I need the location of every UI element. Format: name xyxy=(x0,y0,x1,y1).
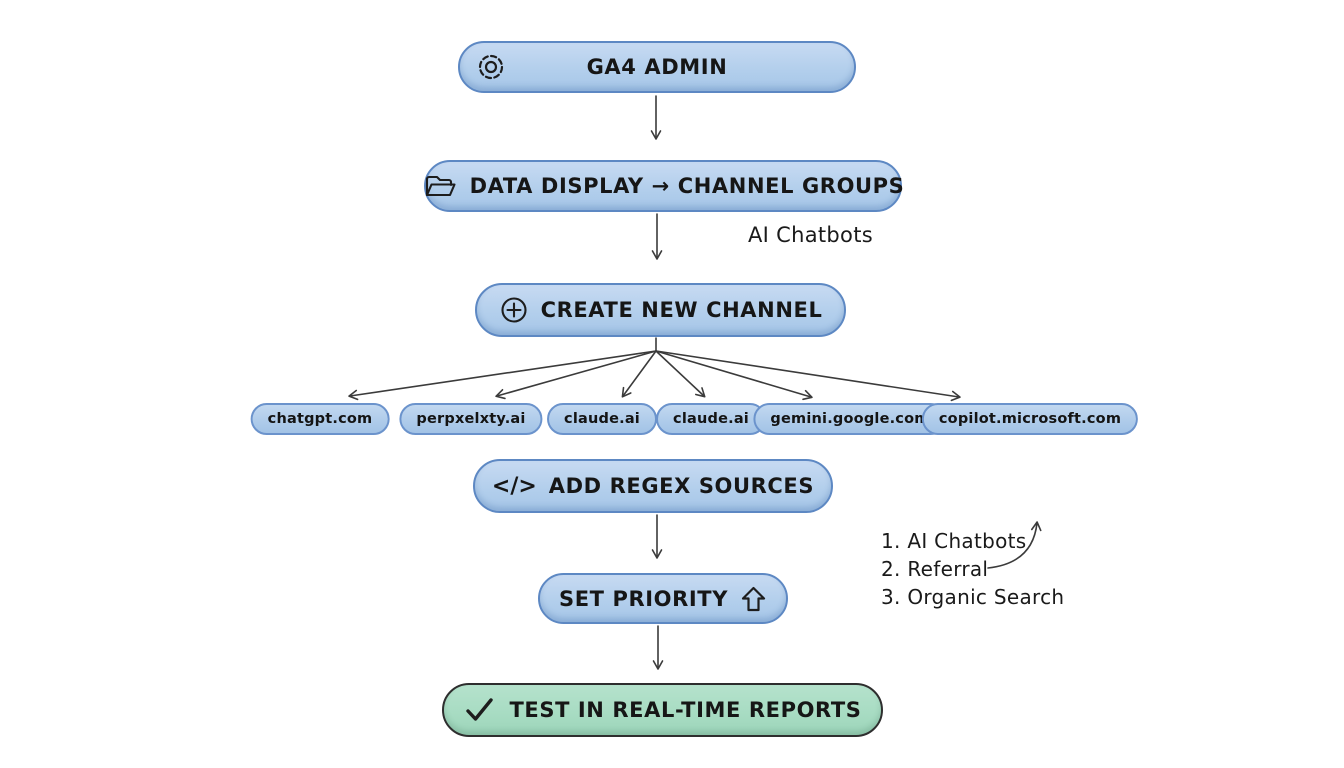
chip-label: copilot.microsoft.com xyxy=(938,411,1122,427)
source-chip-gemini: gemini.google.com xyxy=(753,403,947,435)
node-ga4-admin: GA4 ADMIN xyxy=(458,41,856,93)
node-label: SET PRIORITY xyxy=(558,586,729,611)
folder-icon xyxy=(422,171,458,201)
source-chip-claude-1: claude.ai xyxy=(547,403,657,435)
plus-circle-icon xyxy=(499,295,529,325)
source-chip-claude-2: claude.ai xyxy=(656,403,766,435)
node-label: TEST IN REAL-TIME REPORTS xyxy=(509,698,862,722)
code-icon: </> xyxy=(491,473,537,499)
chip-label: chatgpt.com xyxy=(267,411,373,427)
node-set-priority: SET PRIORITY xyxy=(538,573,788,624)
annotation-ai-chatbots: AI Chatbots xyxy=(748,223,873,247)
arrow-to-copilot xyxy=(655,350,961,402)
arrow-to-chatgpt xyxy=(348,350,657,401)
arrow-to-perplexity xyxy=(495,350,657,400)
priority-item: 2. Referral xyxy=(881,557,989,581)
source-chip-copilot: copilot.microsoft.com xyxy=(921,403,1139,435)
priority-item: 3. Organic Search xyxy=(881,585,1065,609)
arrow-to-claude-1 xyxy=(621,350,657,398)
source-chip-chatgpt: chatgpt.com xyxy=(250,403,390,435)
chip-label: perpxelxty.ai xyxy=(416,411,526,427)
node-create-channel: CREATE NEW CHANNEL xyxy=(475,283,846,337)
node-test-reports: TEST IN REAL-TIME REPORTS xyxy=(442,683,883,737)
up-arrow-icon xyxy=(740,585,767,613)
node-data-display: DATA DISPLAY → CHANNEL GROUPS xyxy=(422,160,905,212)
chip-label: gemini.google.com xyxy=(770,411,930,427)
arrow-to-gemini xyxy=(655,350,813,401)
priority-order-list: 1. AI Chatbots 2. Referral 3. Organic Se… xyxy=(881,527,1064,611)
node-add-regex: </> ADD REGEX SOURCES xyxy=(473,459,833,513)
chip-label: claude.ai xyxy=(673,411,749,427)
arrow-to-claude-2 xyxy=(655,350,706,398)
gear-icon xyxy=(474,50,508,84)
priority-item: 1. AI Chatbots xyxy=(881,529,1027,553)
node-label: CREATE NEW CHANNEL xyxy=(540,298,823,322)
source-chip-perplexity: perpxelxty.ai xyxy=(399,403,543,435)
chip-label: claude.ai xyxy=(564,411,640,427)
node-label: DATA DISPLAY → CHANNEL GROUPS xyxy=(469,174,905,198)
node-label: ADD REGEX SOURCES xyxy=(548,474,815,498)
node-label: GA4 ADMIN xyxy=(586,55,728,79)
checkmark-icon xyxy=(463,695,497,725)
